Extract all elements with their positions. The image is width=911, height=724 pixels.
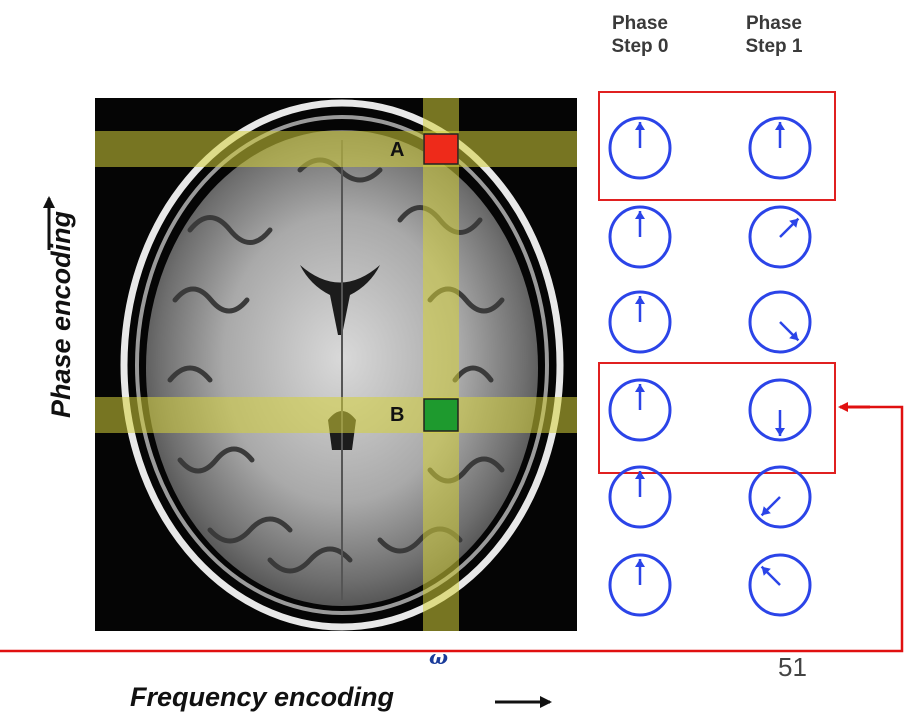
voxel-a-label: A: [390, 139, 405, 161]
voxel-a-marker: [423, 133, 459, 165]
phasor-arrowhead: [761, 566, 771, 576]
phasor-circle: [608, 116, 672, 180]
voxel-b-marker: [423, 398, 459, 432]
phase-band-b: [95, 397, 577, 433]
phasor-circle: [608, 205, 672, 269]
skull-outer-ring: [120, 99, 564, 631]
phasor-step1-row-1: [748, 116, 812, 180]
skull-inner-ring: [135, 115, 549, 615]
phasor-circle: [608, 290, 672, 354]
omega-symbol: ω: [429, 645, 449, 669]
phasor-arrowhead: [761, 506, 771, 516]
phasor-step1-row-3: [748, 290, 812, 354]
column-header-step0: Phase Step 0: [611, 13, 669, 57]
phasor-circle: [748, 378, 812, 442]
phasor-arrowhead: [635, 211, 645, 219]
phasor-arrowhead: [775, 428, 785, 436]
phasor-circle: [608, 465, 672, 529]
phasor-arrowhead: [789, 331, 799, 341]
phasor-step1-row-5: [748, 465, 812, 529]
phasor-circle: [748, 116, 812, 180]
phasor-step1-row-6: [748, 553, 812, 617]
frequency-encoding-label: Frequency encoding: [130, 682, 395, 712]
phasor-grid: [608, 116, 812, 617]
phasor-step1-row-2: [748, 205, 812, 269]
phasor-circle: [608, 378, 672, 442]
phasor-arrowhead: [635, 122, 645, 130]
highlight-box-row-a: [598, 91, 836, 201]
phasor-circle: [748, 465, 812, 529]
frequency-band: [423, 98, 459, 631]
phasor-circle: [608, 553, 672, 617]
phasor-circle: [748, 290, 812, 354]
red-connector-line: [0, 405, 904, 653]
phasor-arrowhead: [635, 559, 645, 567]
phasor-arrowhead: [635, 296, 645, 304]
phasor-circle: [748, 553, 812, 617]
phasor-step1-row-4: [748, 378, 812, 442]
phasor-step0-row-6: [608, 553, 672, 617]
phasor-arrowhead: [635, 471, 645, 479]
phasor-step0-row-1: [608, 116, 672, 180]
phasor-arrowhead: [635, 384, 645, 392]
column-header-step1: Phase Step 1: [745, 13, 803, 57]
phasor-step0-row-5: [608, 465, 672, 529]
voxel-b-label: B: [390, 404, 405, 426]
phasor-step0-row-3: [608, 290, 672, 354]
phasor-step0-row-4: [608, 378, 672, 442]
phasor-circle: [748, 205, 812, 269]
phase-band-a: [95, 131, 577, 167]
highlight-box-row-b: [598, 362, 836, 474]
phasor-arrowhead: [775, 122, 785, 130]
phasor-step0-row-2: [608, 205, 672, 269]
phase-encoding-label: Phase encoding: [46, 210, 76, 418]
phasor-arrowhead: [789, 218, 799, 228]
page-number: 51: [778, 652, 807, 682]
